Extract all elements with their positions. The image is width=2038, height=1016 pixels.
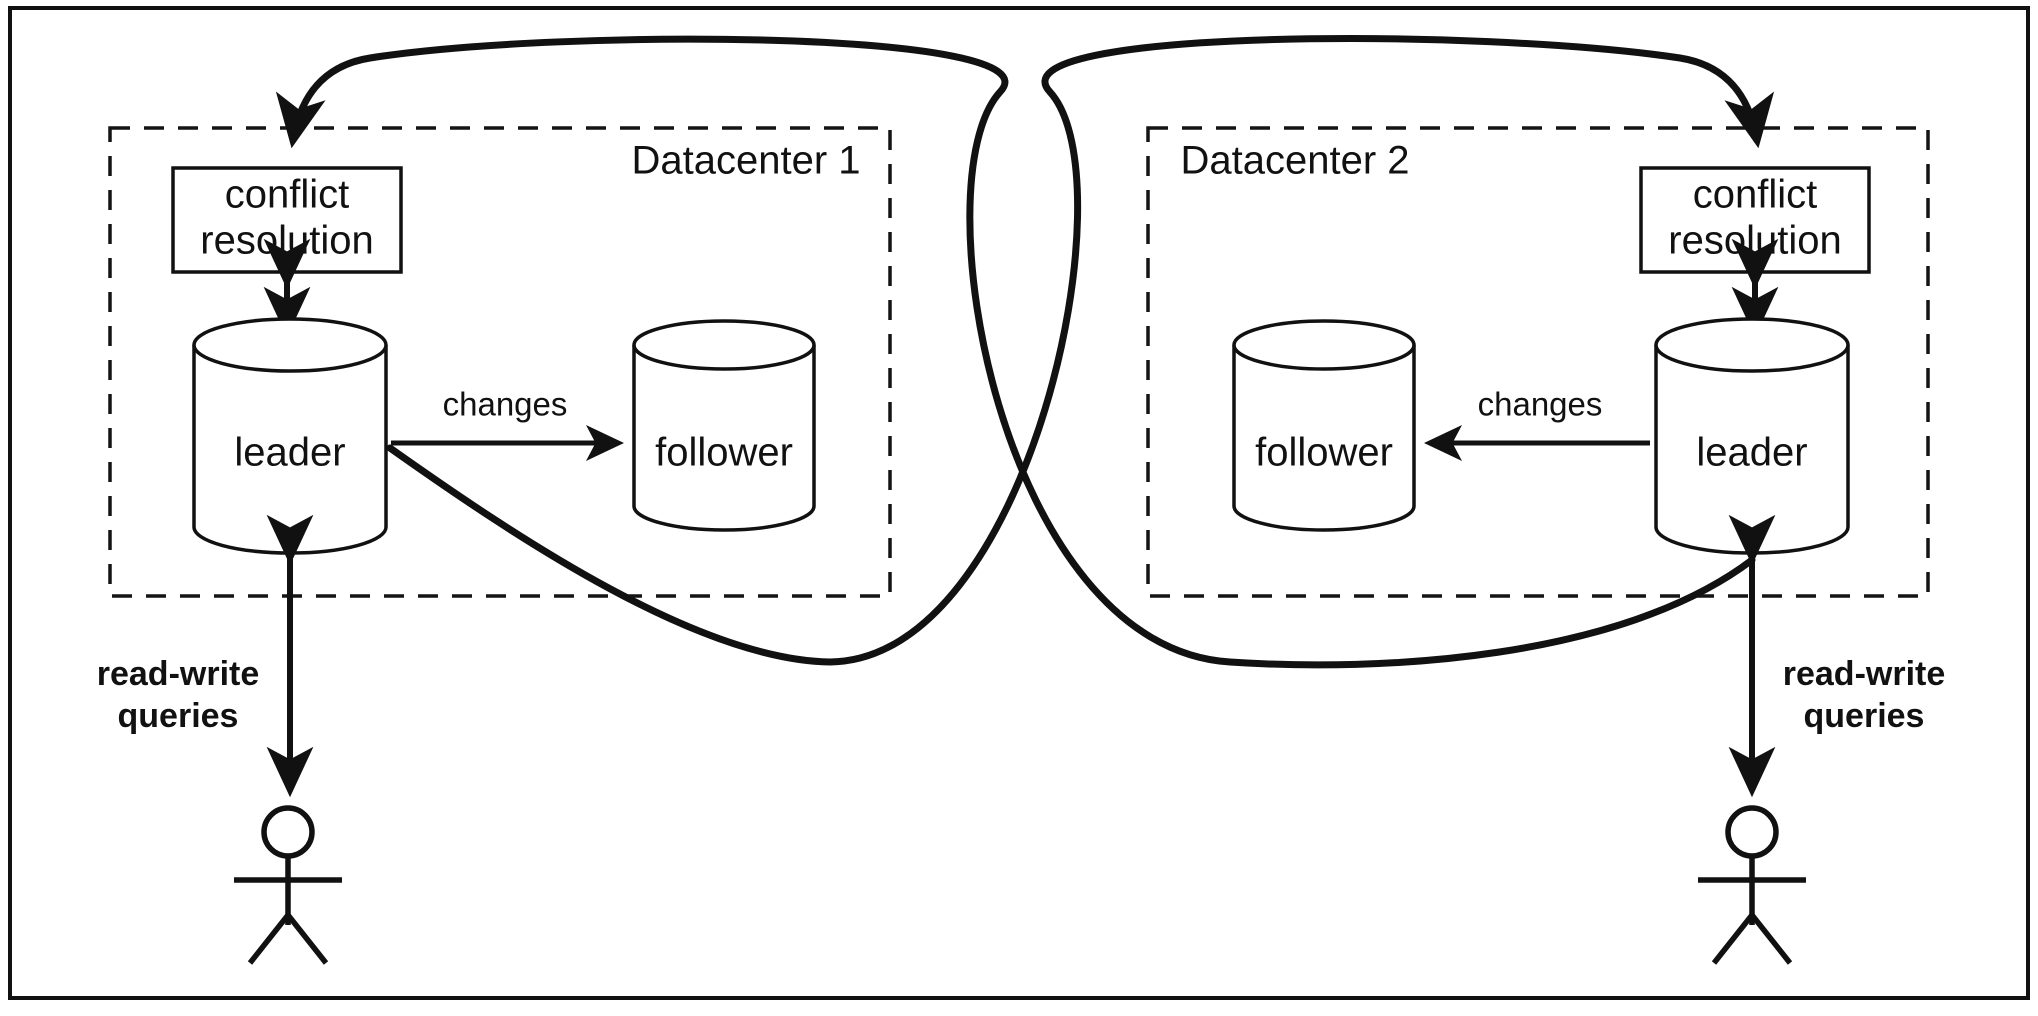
datacenter-2-label: Datacenter 2 [1180, 139, 1409, 183]
dc1-follower-label: follower [655, 431, 793, 475]
dc2-follower-cylinder-top [1232, 319, 1416, 371]
datacenter-1-label: Datacenter 1 [631, 139, 860, 183]
dc1-conflict-resolution-line2: resolution [200, 219, 373, 263]
dc1-read-write-queries-line1: read-write [97, 655, 260, 693]
dc1-changes-label: changes [443, 386, 568, 423]
dc2-follower-label: follower [1255, 431, 1393, 475]
dc2-follower-cylinder-body [1232, 345, 1416, 532]
dc1-client-stick-figure [234, 805, 342, 965]
dc1-leader-cylinder-top [192, 317, 388, 373]
dc1-read-write-queries-line2: queries [118, 697, 239, 735]
datacenter-1-boundary [108, 126, 892, 598]
dc2-read-write-queries-line2: queries [1804, 697, 1925, 735]
dc2-leader-cylinder-top [1654, 317, 1850, 373]
dc1-conflict-resolution-line1: conflict [225, 173, 350, 217]
dc2-conflict-resolution-line1: conflict [1693, 173, 1818, 217]
datacenter-2-boundary [1146, 126, 1930, 598]
dc2-client-stick-figure [1698, 805, 1806, 965]
dc2-leader-label: leader [1696, 431, 1807, 475]
dc1-leader-label: leader [234, 431, 345, 475]
dc2-changes-label: changes [1478, 386, 1603, 423]
dc2-conflict-resolution-line2: resolution [1668, 219, 1841, 263]
dc2-read-write-queries-line1: read-write [1783, 655, 1946, 693]
dc2-leader-to-dc1-conflict-resolution-link [275, 35, 1756, 669]
dc1-leader-to-dc2-conflict-resolution-link [386, 35, 1775, 666]
dc1-follower-cylinder-top [632, 319, 816, 371]
dc1-follower-cylinder-body [632, 345, 816, 532]
figure-frame [8, 6, 2030, 1000]
